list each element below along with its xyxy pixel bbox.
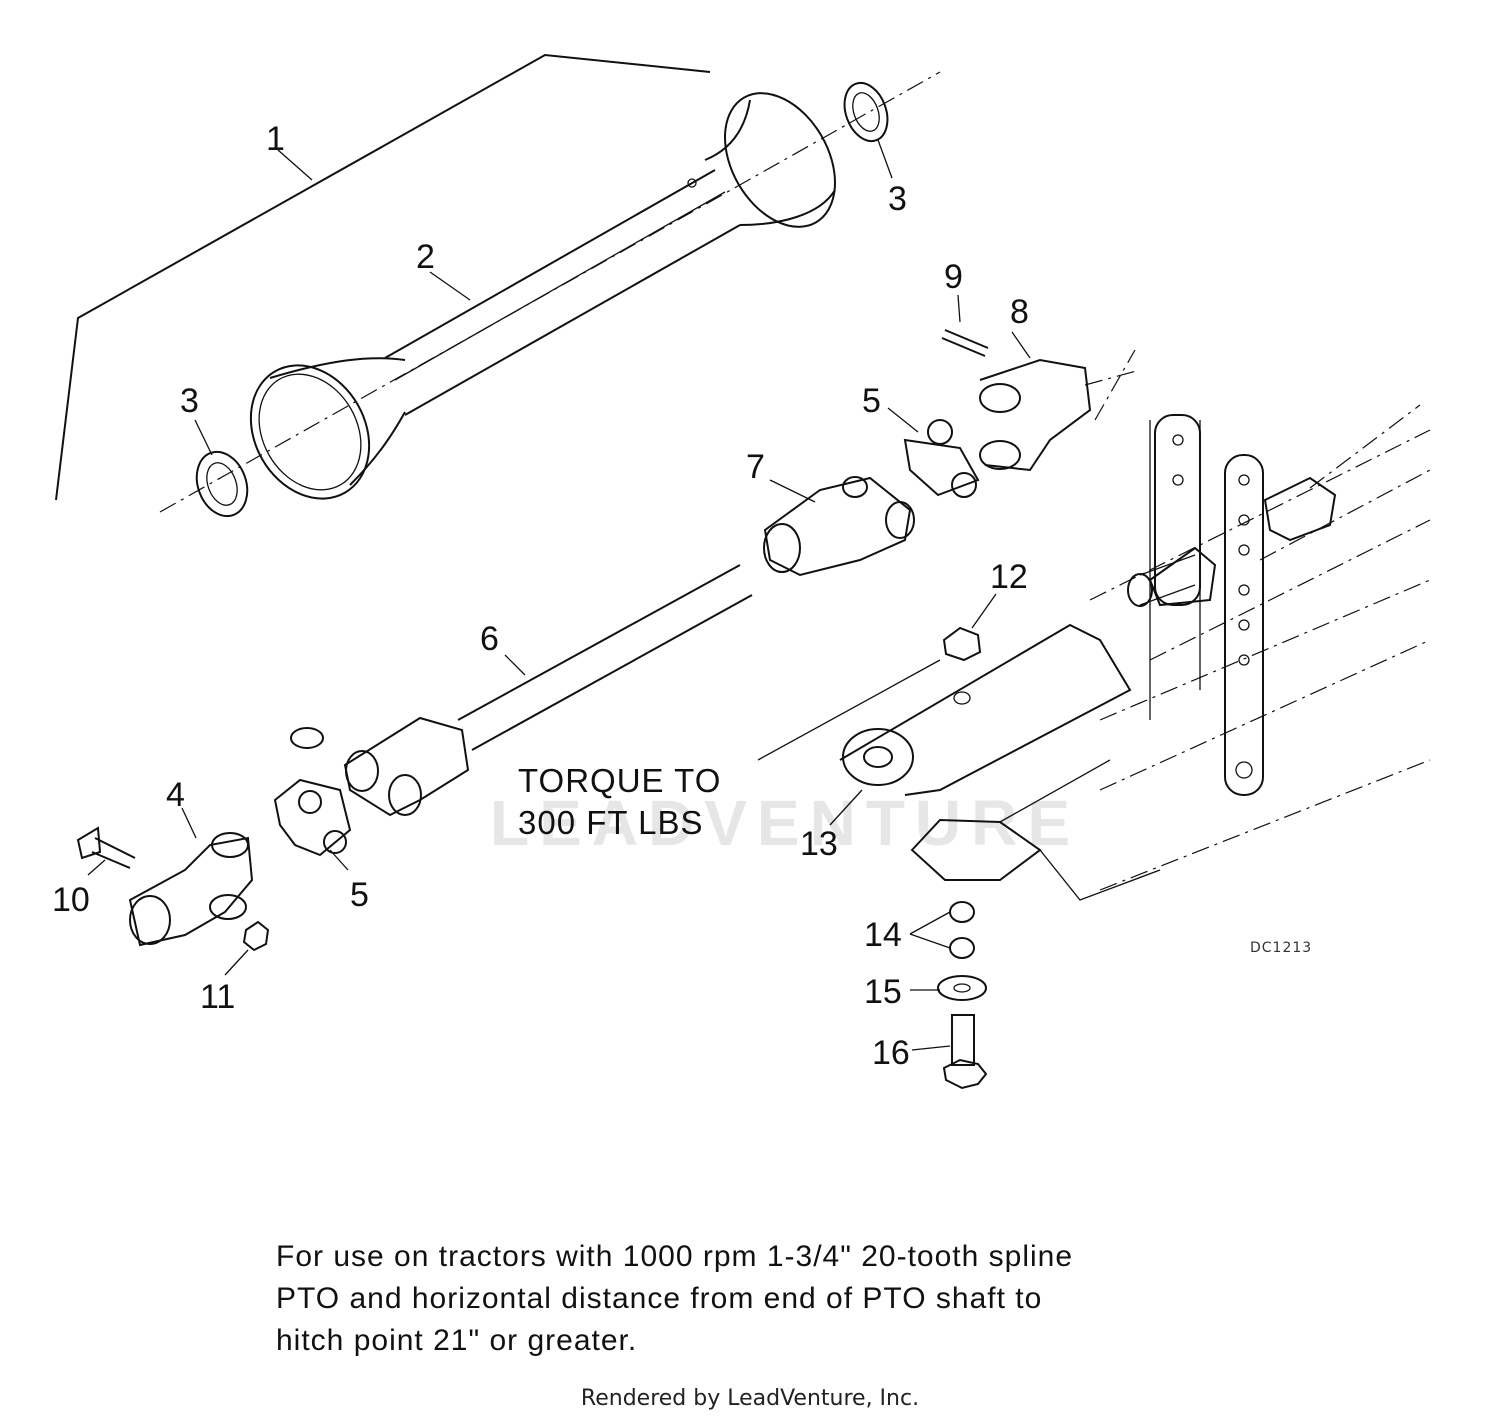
part-16-bolt (911, 1014, 988, 1090)
callout-13: 13 (800, 825, 838, 863)
callout-2: 2 (416, 238, 435, 276)
part-14-bushings (909, 901, 975, 959)
torque-note-line-1: TORQUE TO (518, 762, 721, 799)
part-10-bolt (76, 826, 136, 876)
callout-9: 9 (944, 258, 963, 296)
part-7-yoke (763, 476, 915, 577)
callout-3-right: 3 (888, 180, 907, 218)
callout-5-upper: 5 (862, 382, 881, 420)
callout-14: 14 (864, 916, 902, 954)
torque-note-line-2: 300 FT LBS (518, 804, 704, 841)
callout-10: 10 (52, 881, 90, 919)
callout-7: 7 (746, 448, 765, 486)
callout-3-left: 3 (180, 382, 199, 420)
callout-15: 15 (864, 973, 902, 1011)
part-4-yoke (128, 807, 254, 947)
application-note: For use on tractors with 1000 rpm 1-3/4"… (276, 1240, 1074, 1357)
part-12-nut (942, 593, 997, 662)
part-3-bearing-ring-right (843, 81, 893, 179)
callout-5-lower: 5 (350, 876, 369, 914)
part-1-guard-assembly-bracket (55, 53, 711, 501)
part-5-cross-lower (273, 727, 352, 871)
part-5-cross-upper (887, 407, 980, 498)
drawing-code: DC1213 (1250, 940, 1312, 956)
torque-leader (757, 659, 941, 761)
part-6-drive-shaft (343, 564, 753, 817)
part-11-nut (224, 920, 270, 976)
callout-8: 8 (1010, 293, 1029, 331)
part-13-leader (829, 789, 863, 826)
watermark: LEADVENTURE (490, 787, 1080, 859)
callout-12: 12 (990, 558, 1028, 596)
part-9-roll-pin (941, 294, 989, 357)
part-2-shield-tube (249, 92, 836, 500)
callout-16: 16 (872, 1034, 910, 1072)
guard-centerline (159, 71, 941, 513)
rendered-by-footer: Rendered by LeadVenture, Inc. (580, 1386, 920, 1411)
part-8-yoke (979, 331, 1141, 472)
drawbar-and-hitch-frame (839, 349, 1431, 901)
part-15-washer (910, 975, 987, 1001)
exploded-parts-diagram: LEADVENTURE (52, 53, 1431, 1090)
callout-1: 1 (266, 120, 285, 158)
part-3-bearing-ring-left (194, 419, 249, 518)
callout-11: 11 (200, 978, 235, 1016)
callout-4: 4 (166, 776, 185, 814)
callout-6: 6 (480, 620, 499, 658)
